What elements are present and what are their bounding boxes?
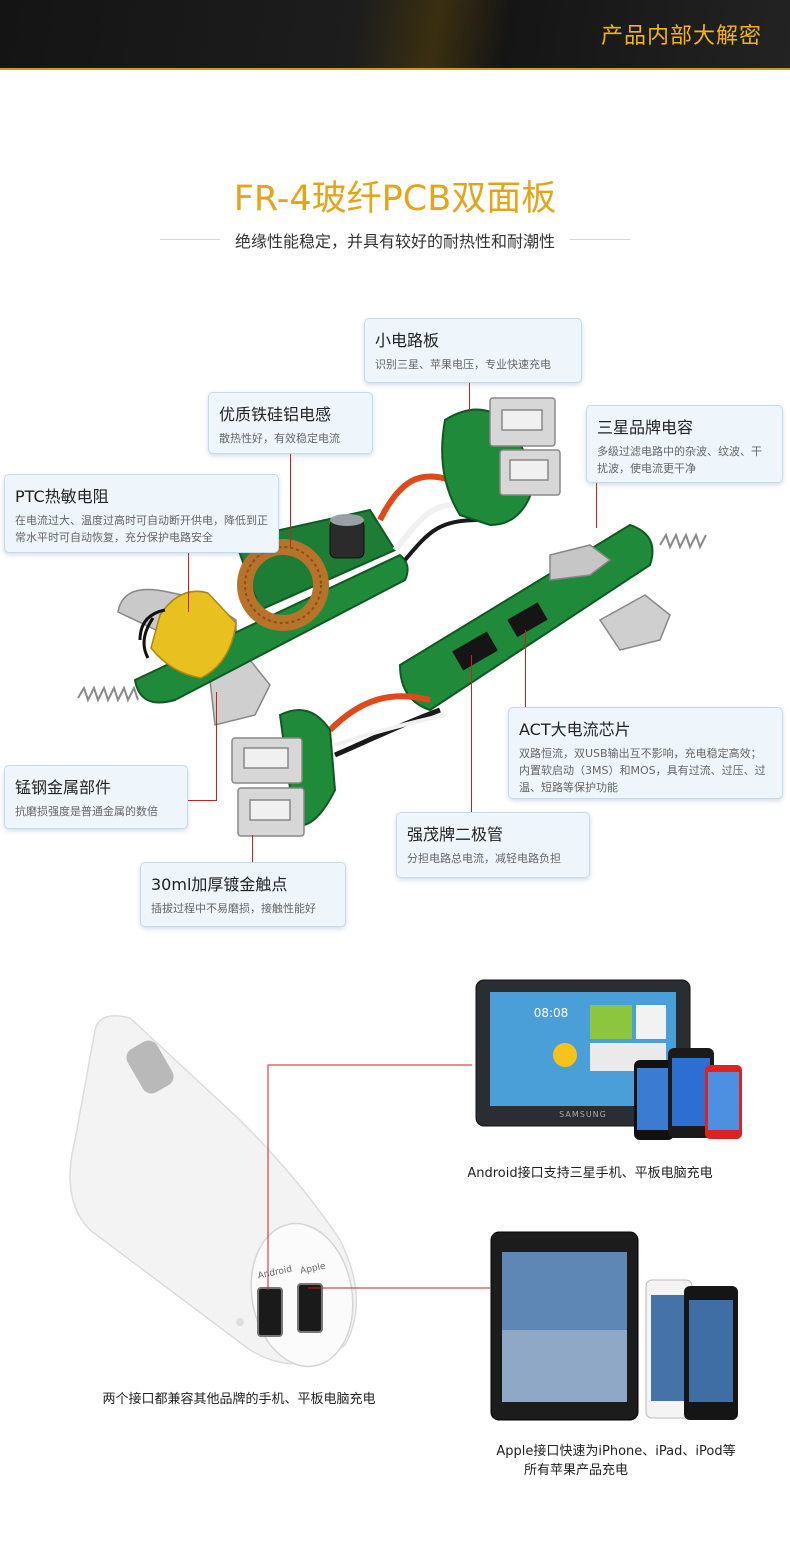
- right-spring: [659, 532, 707, 550]
- header-bar: 产品内部大解密: [0, 0, 790, 70]
- callout-diode-desc: 分担电路总电流，减轻电路负担: [407, 852, 561, 865]
- bottom-usb-ports: [231, 737, 305, 837]
- callout-ptc-desc: 在电流过大、温度过高时可自动断开供电，降低到正常水平时可自动恢复，充分保护电路安…: [15, 514, 268, 544]
- section-subtitle: 绝缘性能稳定，并具有较好的耐热性和耐潮性: [234, 232, 555, 251]
- ptc-thermistor: [150, 590, 237, 679]
- leader-diode: [471, 655, 472, 812]
- callout-ptc-title: PTC热敏电阻: [15, 487, 109, 506]
- usb-port-apple: [297, 1283, 323, 1333]
- iphone-black: [684, 1286, 738, 1420]
- right-metal-clip: [598, 594, 671, 651]
- pcb-illustration: [77, 397, 707, 837]
- leader-ptc: [188, 552, 189, 612]
- callout-inductor-title: 优质铁硅铝电感: [219, 405, 332, 424]
- callout-manganese-title: 锰钢金属部件: [15, 778, 112, 797]
- callout-diode: 强茂牌二极管 分担电路总电流，减轻电路负担: [396, 812, 590, 878]
- callout-capacitor-desc: 多级过滤电路中的杂波、纹波、干扰波，使电流更干净: [597, 445, 762, 475]
- callout-small-board-title: 小电路板: [375, 331, 440, 350]
- subtitle-row: 绝缘性能稳定，并具有较好的耐热性和耐潮性: [160, 228, 630, 252]
- callout-gold-contact-title: 30ml加厚镀金触点: [151, 875, 288, 894]
- leader-capacitor: [596, 468, 597, 528]
- callout-small-board-desc: 识别三星、苹果电压，专业快速充电: [375, 358, 551, 371]
- callout-capacitor: 三星品牌电容 多级过滤电路中的杂波、纹波、干扰波，使电流更干净: [586, 405, 783, 483]
- section-title: FR-4玻纤PCB双面板: [233, 179, 557, 219]
- callout-manganese-desc: 抗磨损强度是普通金属的数倍: [15, 805, 158, 818]
- callout-small-board: 小电路板 识别三星、苹果电压，专业快速充电: [364, 318, 582, 383]
- leader-manganese-v: [216, 692, 217, 801]
- callout-diode-title: 强茂牌二极管: [407, 825, 504, 844]
- leader-inductor: [290, 452, 291, 547]
- caption-apple-2: 所有苹果产品充电: [523, 1463, 628, 1478]
- leader-small-board: [469, 383, 470, 413]
- callout-act-chip-title: ACT大电流芯片: [519, 720, 631, 739]
- leader-act: [525, 630, 526, 708]
- act-chip: [452, 631, 498, 671]
- callout-act-chip-desc: 双路恒流，双USB输出互不影响，充电稳定高效；内置软启动（3MS）和MOS，具有…: [519, 747, 766, 794]
- callout-inductor: 优质铁硅铝电感 散热性好，有效稳定电流: [208, 392, 373, 454]
- ipad: [490, 1231, 639, 1421]
- charger-face: [250, 1222, 354, 1368]
- callout-gold-contact-desc: 插拔过程中不易磨损，接触性能好: [151, 902, 316, 915]
- android-phone: [634, 1060, 674, 1140]
- samsung-brand: SAMSUNG: [559, 1110, 607, 1119]
- leader-gold: [252, 835, 253, 863]
- charger-contact-clip: [126, 1040, 174, 1094]
- callout-gold-contact: 30ml加厚镀金触点 插拔过程中不易磨损，接触性能好: [140, 862, 346, 927]
- tablet-clock: 08:08: [533, 1006, 569, 1020]
- callout-inductor-desc: 散热性好，有效稳定电流: [219, 432, 340, 445]
- android-tablet: [475, 979, 691, 1127]
- header-title: 产品内部大解密: [600, 24, 762, 49]
- callout-capacitor-title: 三星品牌电容: [597, 418, 694, 437]
- iphone-white: [645, 1279, 693, 1419]
- car-charger: [69, 1015, 358, 1365]
- caption-apple-1: Apple接口快速为iPhone、iPad、iPod等: [496, 1444, 736, 1459]
- caption-both: 两个接口都兼容其他品牌的手机、平板电脑充电: [102, 1392, 376, 1407]
- port-label-apple: Apple: [299, 1261, 327, 1277]
- black-wire: [403, 518, 481, 562]
- callout-manganese: 锰钢金属部件 抗磨损强度是普通金属的数倍: [4, 765, 188, 829]
- leader-manganese-h: [188, 800, 216, 801]
- top-usb-ports: [489, 397, 561, 496]
- callout-act-chip: ACT大电流芯片 双路恒流，双USB输出互不影响，充电稳定高效；内置软启动（3M…: [508, 707, 783, 799]
- red-wire: [377, 473, 451, 522]
- left-spring: [77, 685, 139, 703]
- usb-port-android: [257, 1287, 283, 1337]
- caption-android: Android接口支持三星手机、平板电脑充电: [467, 1166, 713, 1181]
- callout-ptc: PTC热敏电阻 在电流过大、温度过高时可自动断开供电，降低到正常水平时可自动恢复…: [4, 474, 279, 553]
